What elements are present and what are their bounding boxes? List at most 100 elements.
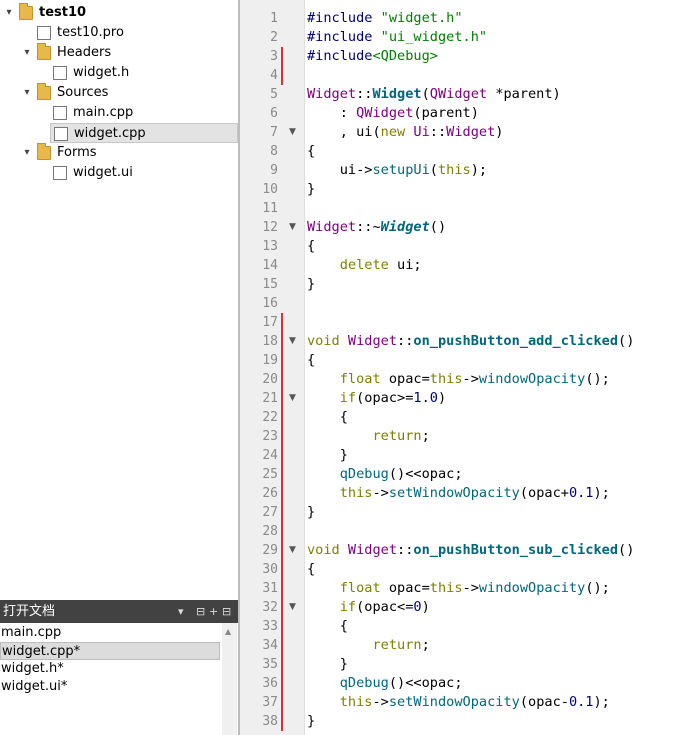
code-line[interactable]: this->setWindowOpacity(opac-0.1); (307, 693, 610, 712)
code-token: :: (356, 86, 373, 102)
code-token: 0 (413, 599, 422, 615)
change-marker (281, 617, 283, 636)
code-line[interactable]: qDebug()<<opac; (307, 465, 463, 484)
code-token (307, 637, 372, 653)
change-marker (281, 541, 283, 560)
tree-item-widget-ui[interactable]: widget.ui (0, 163, 238, 183)
fold-column: ▼ ▼ ▼ ▼ ▼ ▼ (284, 0, 304, 735)
code-token: on_pushButton_sub_clicked (413, 542, 619, 558)
code-token: { (307, 618, 348, 634)
code-line[interactable]: : QWidget(parent) (307, 104, 479, 123)
code-line[interactable]: { (307, 237, 315, 256)
code-token (307, 466, 340, 482)
code-line[interactable]: } (307, 503, 315, 522)
change-marker (281, 332, 283, 351)
tree-item-headers[interactable]: ▾Headers (0, 43, 238, 63)
code-line[interactable]: return; (307, 636, 429, 655)
code-token: } (307, 713, 316, 729)
change-marker (281, 427, 283, 446)
code-token: Widget (307, 86, 357, 102)
open-document-item[interactable]: widget.ui* (1, 679, 68, 694)
code-line[interactable]: { (307, 560, 315, 579)
open-document-item[interactable]: main.cpp (1, 625, 62, 640)
code-token: void (307, 333, 348, 349)
code-line[interactable]: } (307, 712, 315, 731)
code-line[interactable]: Widget::Widget(QWidget *parent) (307, 85, 561, 104)
tree-item-main-cpp[interactable]: main.cpp (0, 103, 238, 123)
code-line[interactable]: qDebug()<<opac; (307, 674, 463, 693)
open-document-item[interactable]: widget.h* (1, 661, 64, 676)
code-token: } (307, 276, 316, 292)
fold-arrow-icon[interactable]: ▼ (289, 545, 296, 555)
pane-splitter[interactable] (238, 0, 240, 735)
code-line[interactable]: } (307, 446, 348, 465)
change-marker (281, 389, 283, 408)
code-line[interactable]: } (307, 180, 315, 199)
code-line[interactable]: ui->setupUi(this); (307, 161, 487, 180)
tree-item-test10[interactable]: ▾test10 (0, 3, 238, 23)
line-number: 17 (262, 315, 278, 330)
code-line[interactable]: return; (307, 427, 429, 446)
code-line[interactable]: } (307, 655, 348, 674)
code-line[interactable]: { (307, 408, 348, 427)
close-pane-icon[interactable]: ⊟ (222, 605, 232, 618)
code-line[interactable]: delete ui; (307, 256, 422, 275)
change-marker (281, 712, 283, 731)
line-number: 28 (262, 524, 278, 539)
change-marker (281, 579, 283, 598)
fold-arrow-icon[interactable]: ▼ (289, 222, 296, 232)
code-token: return (372, 637, 422, 653)
scroll-up-icon[interactable]: ▲ (225, 627, 232, 636)
code-line[interactable]: { (307, 351, 315, 370)
code-line[interactable]: this->setWindowOpacity(opac+0.1); (307, 484, 610, 503)
code-line[interactable]: void Widget::on_pushButton_add_clicked() (307, 332, 634, 351)
tree-item-widget-h[interactable]: widget.h (0, 63, 238, 83)
fold-arrow-icon[interactable]: ▼ (289, 393, 296, 403)
line-number: 30 (262, 562, 278, 577)
tree-item-test10-pro[interactable]: test10.pro (0, 23, 238, 43)
cpp-file-icon (53, 106, 67, 120)
tree-item-widget-cpp[interactable]: widget.cpp (50, 123, 238, 143)
code-line[interactable]: { (307, 142, 315, 161)
code-line[interactable]: #include "ui_widget.h" (307, 28, 487, 47)
code-token: Widget (347, 542, 398, 558)
ui-file-icon (53, 166, 67, 180)
code-line[interactable]: float opac=this->windowOpacity(); (307, 370, 610, 389)
code-line[interactable]: #include<QDebug> (307, 47, 438, 66)
split-icon[interactable]: ⊟ (196, 605, 206, 618)
code-line[interactable]: { (307, 617, 348, 636)
code-token (307, 390, 340, 406)
code-token: :: (397, 333, 414, 349)
code-line[interactable]: float opac=this->windowOpacity(); (307, 579, 610, 598)
scrollbar[interactable]: ▲ (222, 623, 237, 735)
expand-arrow-icon[interactable]: ▾ (24, 147, 30, 158)
change-marker (281, 522, 283, 541)
open-document-item[interactable]: widget.cpp* (0, 642, 220, 660)
code-line[interactable]: if(opac>=1.0) (307, 389, 446, 408)
code-token: -> (462, 371, 479, 387)
tree-item-sources[interactable]: ▾Sources (0, 83, 238, 103)
line-number: 15 (262, 277, 278, 292)
fold-arrow-icon[interactable]: ▼ (289, 602, 296, 612)
code-line[interactable]: Widget::~Widget() (307, 218, 446, 237)
fold-arrow-icon[interactable]: ▼ (289, 127, 296, 137)
code-line[interactable]: void Widget::on_pushButton_sub_clicked() (307, 541, 634, 560)
code-line[interactable]: } (307, 275, 315, 294)
fold-arrow-icon[interactable]: ▼ (289, 336, 296, 346)
dropdown-arrow-icon[interactable]: ▾ (178, 605, 184, 618)
line-number: 6 (270, 106, 278, 121)
code-line[interactable]: #include "widget.h" (307, 9, 463, 28)
code-token (307, 428, 372, 444)
expand-arrow-icon[interactable]: ▾ (6, 7, 12, 18)
expand-arrow-icon[interactable]: ▾ (24, 87, 30, 98)
code-line[interactable]: , ui(new Ui::Widget) (307, 123, 504, 142)
line-number: 33 (262, 619, 278, 634)
code-token: ( (421, 86, 430, 102)
add-icon[interactable]: + (209, 605, 219, 618)
code-line[interactable]: if(opac<=0) (307, 598, 430, 617)
tree-item-forms[interactable]: ▾Forms (0, 143, 238, 163)
line-number: 32 (262, 600, 278, 615)
expand-arrow-icon[interactable]: ▾ (24, 47, 30, 58)
code-token: this (437, 162, 471, 178)
